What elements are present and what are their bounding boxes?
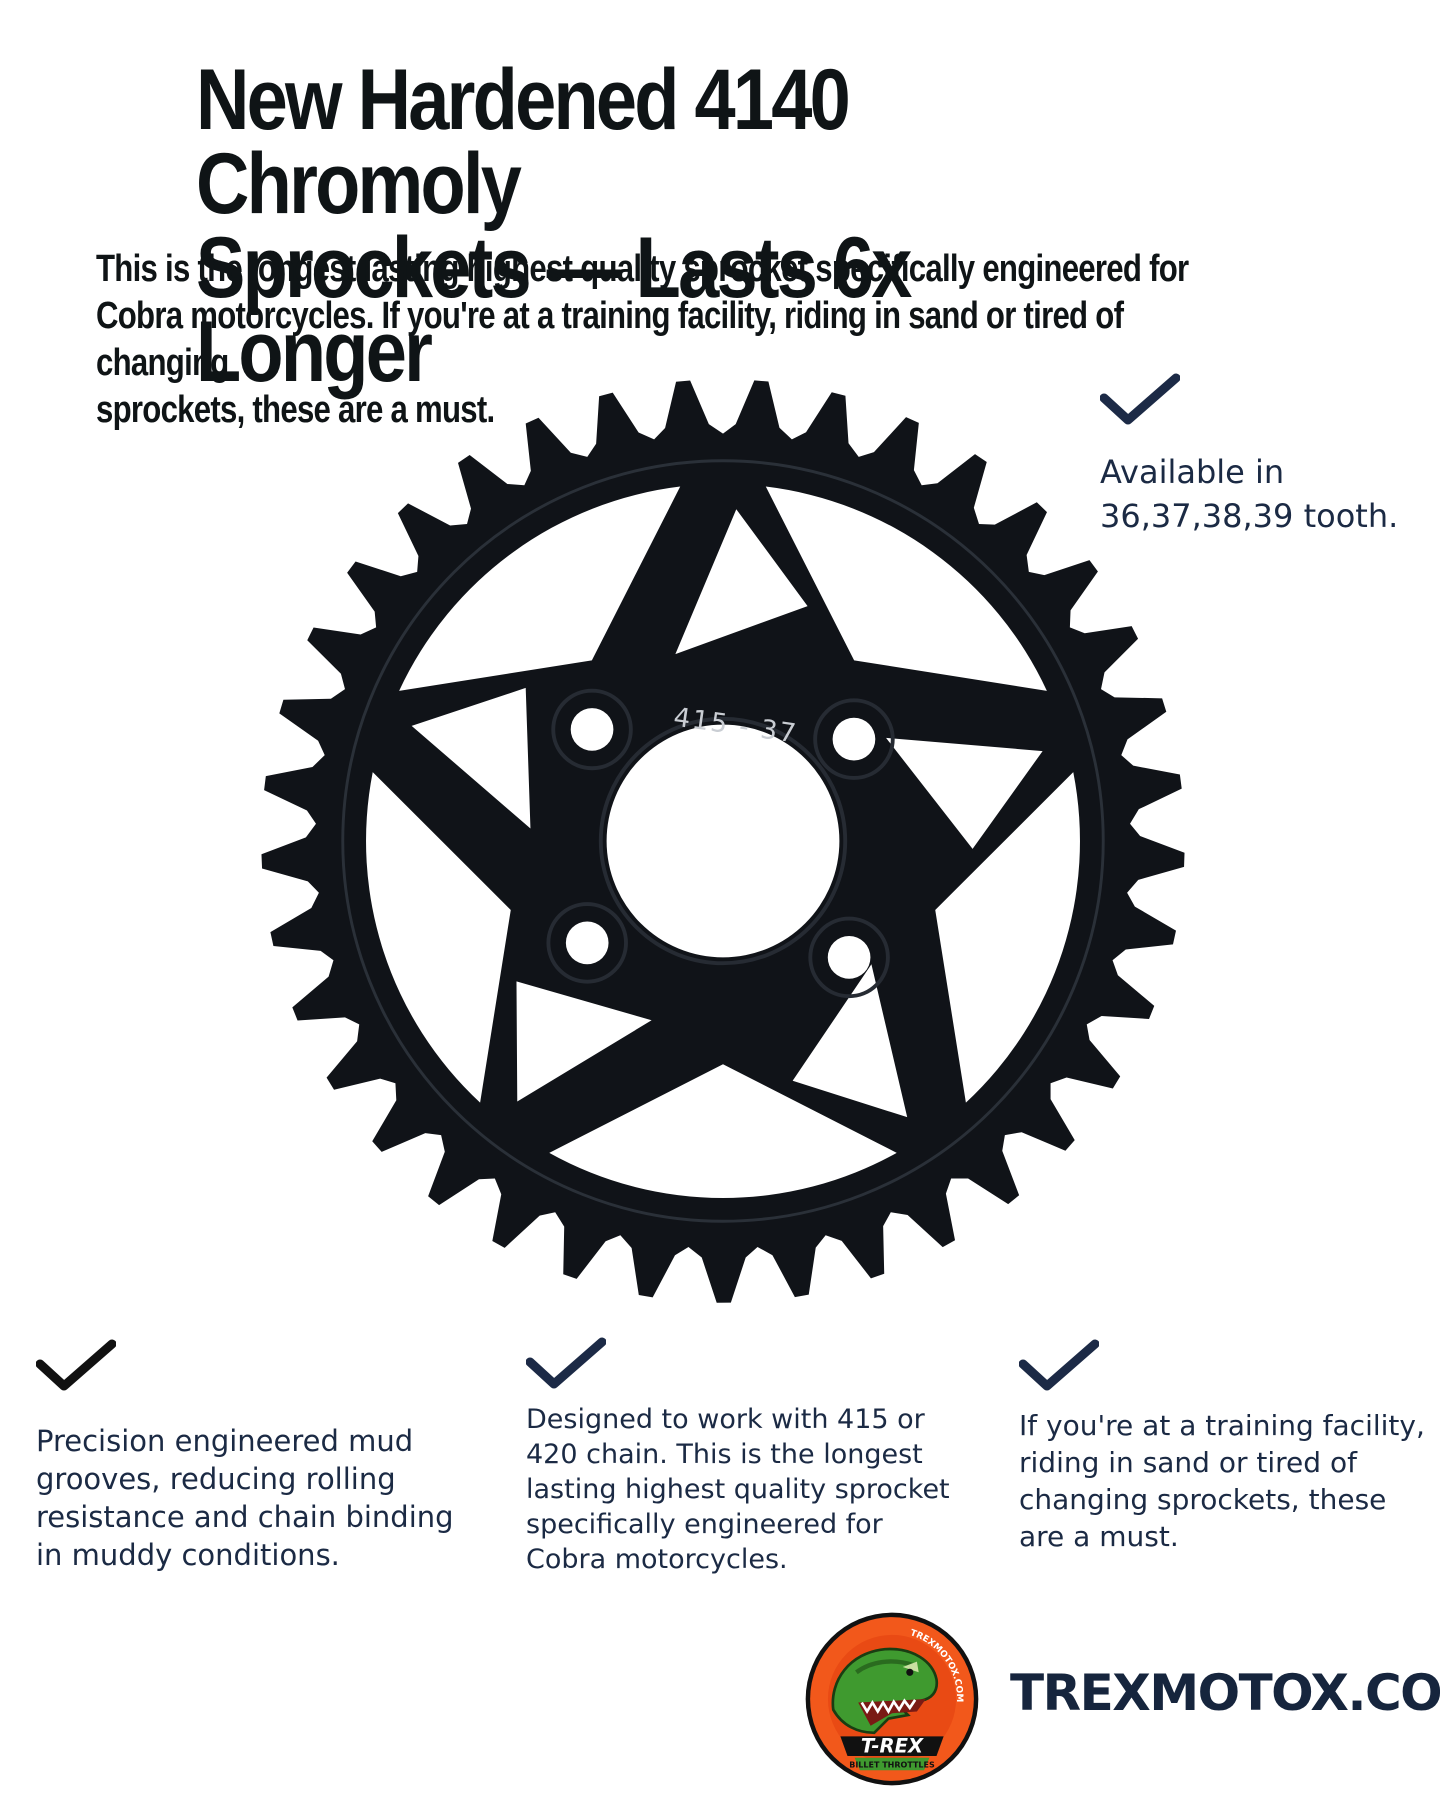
feature-mud-line-3: resistance and chain binding [36, 1500, 454, 1534]
website-link[interactable]: TREXMOTOX.COM [1010, 1664, 1440, 1722]
sprocket-bolt-boss [813, 698, 895, 780]
feature-mud-line-2: grooves, reducing rolling [36, 1462, 396, 1496]
sprocket-bolt-boss [546, 902, 628, 984]
feature-training-line-4: are a must. [1019, 1520, 1179, 1553]
headline-line-2: Sprockets — Lasts 6x Longer [196, 220, 912, 400]
subheadline: This is the longest lasting highest qual… [96, 246, 1260, 434]
feature-chain-line-4: specifically engineered for [526, 1509, 883, 1540]
checkmark-icon [36, 1338, 116, 1394]
feature-chain-line-2: 420 chain. This is the longest [526, 1439, 923, 1470]
feature-availability: Available in 36,37,38,39 tooth. [1100, 450, 1440, 538]
sprocket-bolt-boss [551, 688, 633, 771]
feature-availability-line-2: 36,37,38,39 tooth. [1100, 497, 1399, 535]
sprocket-bolt-boss [808, 916, 890, 999]
checkmark-icon [1100, 372, 1180, 428]
subheadline-line-3: sprockets, these are a must. [96, 389, 495, 431]
checkmark-icon [526, 1336, 606, 1392]
feature-mud-line-1: Precision engineered mud [36, 1424, 414, 1458]
sprocket-details [341, 459, 1105, 1223]
sprocket-body [261, 380, 1185, 1303]
feature-training: If you're at a training facility, riding… [1019, 1407, 1439, 1555]
trex-logo-svg: T-REX BILLET THROTTLES TREXMOTOX.COM [805, 1612, 979, 1786]
feature-training-line-2: riding in sand or tired of [1019, 1446, 1357, 1479]
feature-mud-grooves: Precision engineered mud grooves, reduci… [36, 1422, 486, 1574]
headline: New Hardened 4140 Chromoly Sprockets — L… [196, 52, 1142, 400]
feature-chain-line-5: Cobra motorcycles. [526, 1544, 788, 1575]
feature-training-line-3: changing sprockets, these [1019, 1483, 1387, 1516]
sprocket-image: 415 - 37 [238, 356, 1208, 1326]
logo-name: T-REX [861, 1734, 924, 1757]
feature-chain-line-1: Designed to work with 415 or [526, 1404, 925, 1435]
feature-availability-line-1: Available in [1100, 453, 1285, 491]
sprocket-rim-ring [341, 459, 1105, 1223]
trex-logo[interactable]: T-REX BILLET THROTTLES TREXMOTOX.COM [803, 1610, 981, 1788]
logo-tagline: BILLET THROTTLES [849, 1761, 935, 1770]
sprocket-svg: 415 - 37 [261, 380, 1185, 1303]
subheadline-line-1: This is the longest lasting highest qual… [96, 248, 1189, 290]
feature-chain: Designed to work with 415 or 420 chain. … [526, 1402, 986, 1577]
headline-line-1: New Hardened 4140 Chromoly [196, 52, 851, 232]
sprocket-hub-ring [598, 716, 848, 966]
subheadline-line-2: Cobra motorcycles. If you're at a traini… [96, 295, 1124, 384]
checkmark-icon [1019, 1338, 1099, 1394]
feature-training-line-1: If you're at a training facility, [1019, 1409, 1425, 1442]
feature-mud-line-4: in muddy conditions. [36, 1538, 340, 1572]
feature-chain-line-3: lasting highest quality sprocket [526, 1474, 950, 1505]
